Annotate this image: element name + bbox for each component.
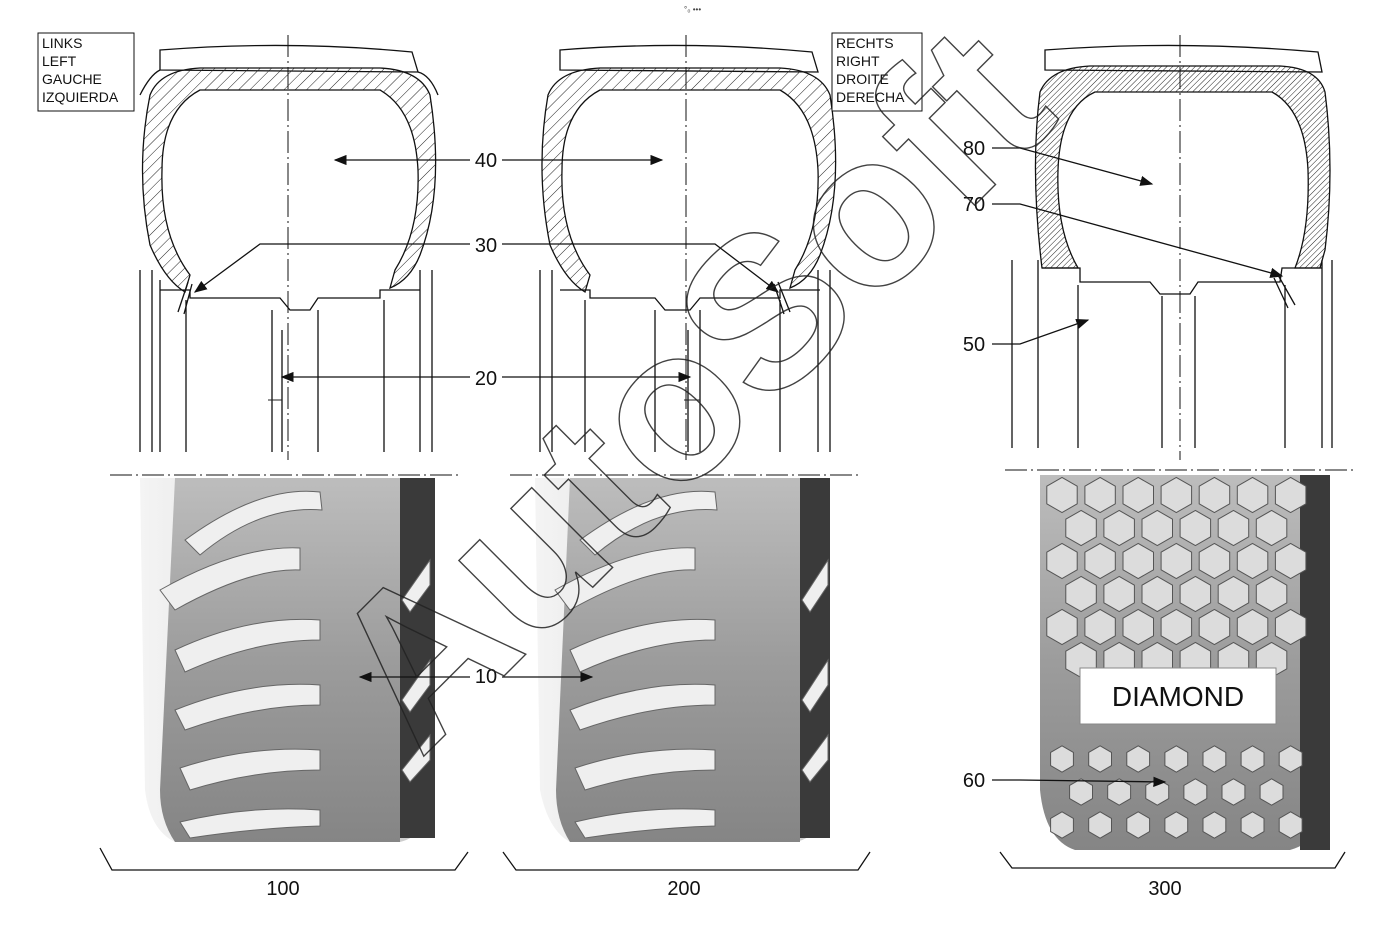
callout-10: 10 [358,666,594,688]
left-line-1: LINKS [42,35,82,51]
hex-tread-block [1202,745,1227,773]
hex-tread-block [1236,542,1269,580]
hex-tread-block [1198,608,1231,646]
label-200: 200 [667,878,700,900]
hex-tread-block [1107,778,1132,806]
svg-text:40: 40 [475,150,497,172]
hex-tread-block [1236,608,1269,646]
hex-tread-block [1160,542,1193,580]
hex-tread-block [1255,509,1288,547]
hex-tread-block [1198,476,1231,514]
hex-tread-block [1103,575,1135,613]
hex-tread-block [1160,608,1193,646]
hex-tread-block [1160,476,1193,514]
hex-tread-block [1274,608,1307,646]
svg-text:10: 10 [475,666,497,688]
tyre-200-section [510,35,860,476]
bracket-100 [99,847,469,871]
hex-tread-block [1126,745,1151,773]
svg-text:80: 80 [963,138,985,160]
hex-tread-block [1141,509,1173,547]
hex-tread-block [1217,509,1250,547]
svg-text:70: 70 [963,194,985,216]
right-language-box: RECHTS RIGHT DROITE DERECHA [831,32,923,112]
diamond-label: DIAMOND [1112,681,1244,712]
right-line-3: DROITE [836,71,889,87]
hex-tread-block [1050,811,1074,839]
svg-text:20: 20 [475,368,497,390]
hex-tread-block [1084,476,1116,514]
callout-50: 50 [963,318,1090,356]
hex-tread-block [1217,575,1250,613]
hex-tread-block [1122,542,1154,580]
hex-tread-block [1240,745,1265,773]
hex-tread-block [1046,542,1078,580]
hex-tread-block [1240,811,1265,839]
label-100: 100 [266,878,299,900]
hex-tread-block [1126,811,1151,839]
hex-tread-block [1179,509,1212,547]
label-300: 300 [1148,878,1181,900]
hex-tread-block [1236,476,1269,514]
top-mark: °₀ ••• [684,5,701,14]
hex-tread-block [1179,575,1212,613]
tyre-100-tread [140,478,435,842]
hex-tread-block [1069,778,1093,806]
hex-tread-block [1164,811,1189,839]
bracket-200 [502,851,871,871]
hex-tread-block [1122,608,1154,646]
hex-tread-block [1103,509,1135,547]
svg-text:30: 30 [475,235,497,257]
callout-30: 30 [193,235,780,293]
hex-tread-block [1088,811,1112,839]
hex-tread-block [1221,778,1246,806]
hex-tread-block [1046,476,1078,514]
callout-20: 20 [280,368,692,390]
hex-tread-block [1274,542,1307,580]
svg-text:60: 60 [963,770,985,792]
hex-tread-block [1122,476,1154,514]
hex-tread-block [1164,745,1189,773]
hex-tread-block [1084,608,1116,646]
right-line-2: RIGHT [836,53,880,69]
tyre-100-section [110,35,460,476]
hex-tread-block [1255,575,1288,613]
left-language-box: LINKS LEFT GAUCHE IZQUIERDA [37,32,135,112]
hex-tread-block [1088,745,1112,773]
hex-tread-block [1084,542,1116,580]
hex-tread-block [1065,509,1097,547]
left-line-3: GAUCHE [42,71,102,87]
tyre-300-section [1005,35,1355,471]
callout-70: 70 [963,194,1284,278]
callout-80: 80 [963,138,1154,186]
hex-tread-block [1198,542,1231,580]
callout-40: 40 [333,150,664,172]
hex-tread-block [1202,811,1227,839]
hex-tread-block [1046,608,1078,646]
right-line-1: RECHTS [836,35,894,51]
hex-tread-block [1141,575,1173,613]
hex-tread-block [1050,745,1074,773]
right-line-4: DERECHA [836,89,905,105]
tyre-200-tread [535,478,830,842]
hex-tread-block [1278,745,1303,773]
tyre-300-tread: DIAMOND [1040,475,1330,850]
svg-text:50: 50 [963,334,985,356]
hex-tread-block [1065,575,1097,613]
hex-tread-block [1183,778,1208,806]
diamond-label-box [1079,667,1277,725]
hex-tread-block [1259,778,1284,806]
left-line-2: LEFT [42,53,77,69]
hex-tread-block [1274,476,1307,514]
callout-60: 60 [963,770,1167,792]
left-line-4: IZQUIERDA [42,89,119,105]
hex-tread-block [1278,811,1303,839]
bracket-300 [999,851,1346,869]
